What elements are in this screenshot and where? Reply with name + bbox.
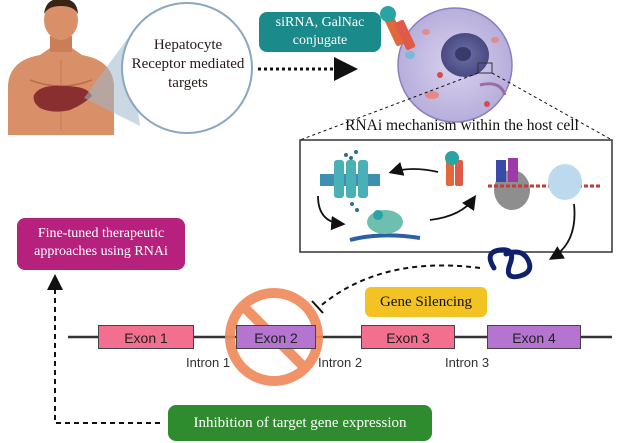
intron-1: Intron 1 <box>186 355 231 370</box>
inhibition-arrow <box>317 264 481 309</box>
exon-1: Exon 1 <box>98 325 194 349</box>
arrow-dicer-to-channel <box>388 162 439 176</box>
zoom-line-right <box>491 72 613 141</box>
hepatocyte-circle <box>121 2 253 134</box>
hepatocyte-label: Hepatocyte Receptor mediated targets <box>131 37 245 91</box>
risc-complex-icon <box>349 210 421 242</box>
sirna-complex-icon <box>380 6 416 51</box>
sirna-galnac-box: siRNA, GalNac conjugate <box>259 12 381 52</box>
rnai-mechanism-title: RNAi mechanism within the host cell <box>345 117 579 134</box>
human-torso-icon <box>8 0 114 135</box>
liver-icon <box>33 85 92 112</box>
intron-3: Intron 3 <box>445 355 490 370</box>
ribosome-icon <box>488 158 600 210</box>
inhibition-bar <box>311 300 324 314</box>
intron-2: Intron 2 <box>318 355 363 370</box>
feedback-arrow <box>47 274 160 424</box>
membrane-channel-icon <box>320 150 380 212</box>
zoom-line-left <box>299 72 479 141</box>
dicer-icon <box>445 151 463 186</box>
exon-3: Exon 3 <box>361 325 455 349</box>
cell-icon <box>397 7 513 123</box>
exon-4: Exon 4 <box>487 325 581 349</box>
mrna-icon <box>487 247 533 280</box>
arrow-channel-to-risc <box>317 195 346 231</box>
arrow-risc-to-ribosome <box>429 195 476 221</box>
inhibition-box: Inhibition of target gene expression <box>168 405 432 441</box>
arrow-ribosome-to-mrna <box>548 203 576 260</box>
gene-silencing-box: Gene Silencing <box>365 287 487 317</box>
fine-tuned-approaches-box: Fine-tuned therapeutic approaches using … <box>17 218 185 270</box>
exon-2: Exon 2 <box>236 325 316 349</box>
